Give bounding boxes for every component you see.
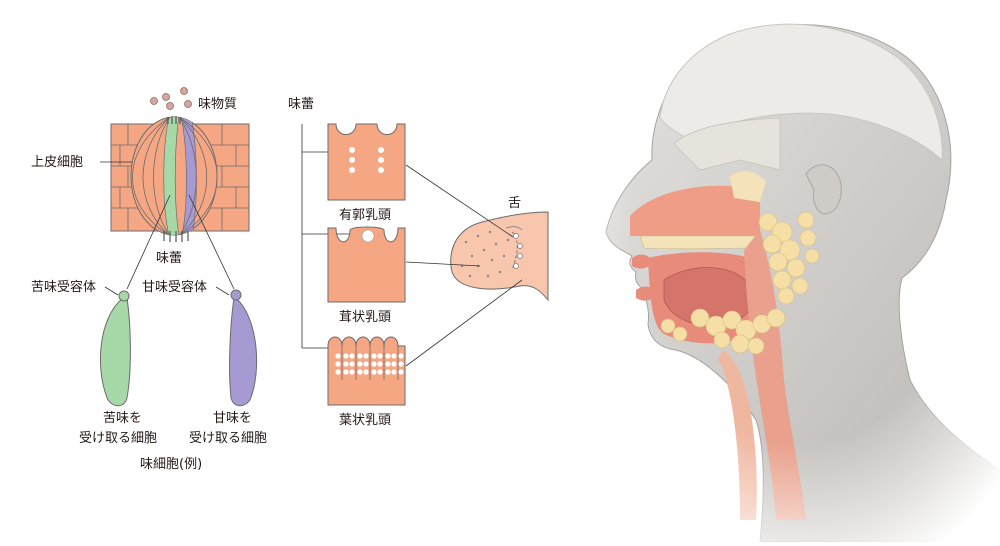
- taste-substance-label: 味物質: [198, 97, 237, 112]
- taste-bud-cross-section: [130, 116, 218, 242]
- sweet-cell-line2: 受け取る細胞: [189, 431, 267, 446]
- sweet-taste-cell: [229, 289, 258, 407]
- bitter-leader: [126, 194, 171, 290]
- fungiform-papilla: [327, 226, 406, 303]
- taste-cell-example-label: 味細胞(例): [140, 457, 202, 472]
- foliate-papilla: [327, 336, 406, 406]
- foliate-label: 葉状乳頭: [339, 413, 391, 428]
- taste-substance-dots: [150, 87, 192, 110]
- circumvallate-label: 有郭乳頭: [339, 207, 391, 223]
- bitter-receptor-label: 苦味受容体: [31, 279, 96, 295]
- head-cross-section: [600, 0, 1000, 543]
- tongue-label: 舌: [508, 196, 521, 211]
- taste-bud-left-label: 味蕾: [156, 251, 182, 266]
- tongue-illustration: [450, 211, 549, 302]
- bitter-cell-line2: 受け取る細胞: [79, 431, 157, 446]
- circumvallate-papilla: [327, 123, 406, 201]
- fungiform-label: 茸状乳頭: [339, 310, 391, 325]
- bitter-cell-line1: 苦味を: [103, 410, 142, 426]
- taste-bud-middle-label: 味蕾: [288, 97, 314, 112]
- epithelial-cell-label: 上皮細胞: [31, 155, 83, 170]
- bitter-taste-cell: [99, 290, 131, 407]
- bitter-receptor-leader: [104, 286, 119, 296]
- sweet-receptor-leader: [215, 286, 230, 296]
- sweet-leader: [188, 194, 235, 290]
- sweet-receptor-label: 甘味受容体: [142, 279, 207, 295]
- sweet-cell-line1: 甘味を: [213, 411, 252, 426]
- tongue-leaders: [405, 164, 523, 367]
